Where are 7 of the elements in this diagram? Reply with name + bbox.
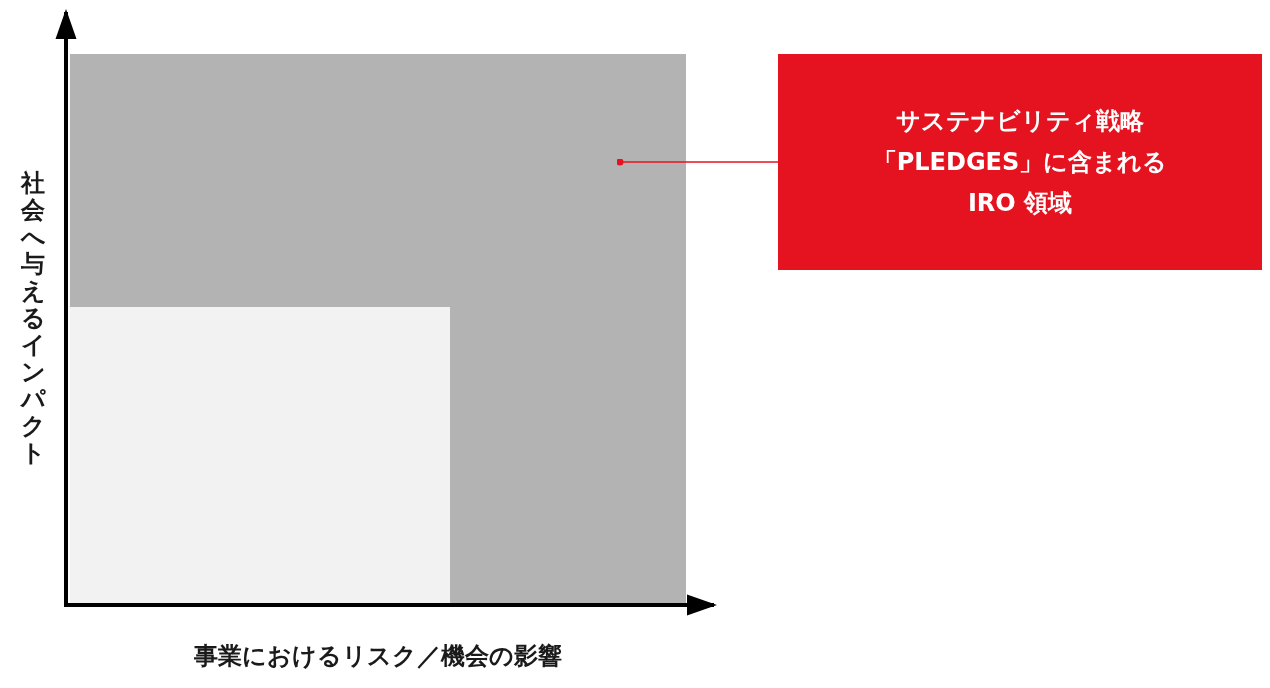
callout-text: サステナビリティ戦略「PLEDGES」に含まれるIRO 領域 [871,105,1169,219]
chart-region [70,307,450,605]
leader-line [616,158,779,166]
callout-box [778,54,1262,270]
axis-title: 事業におけるリスク／機会の影響 [193,641,563,672]
chart-region [70,54,686,605]
axis-title: 社会へ与えるインパクト [20,170,46,467]
